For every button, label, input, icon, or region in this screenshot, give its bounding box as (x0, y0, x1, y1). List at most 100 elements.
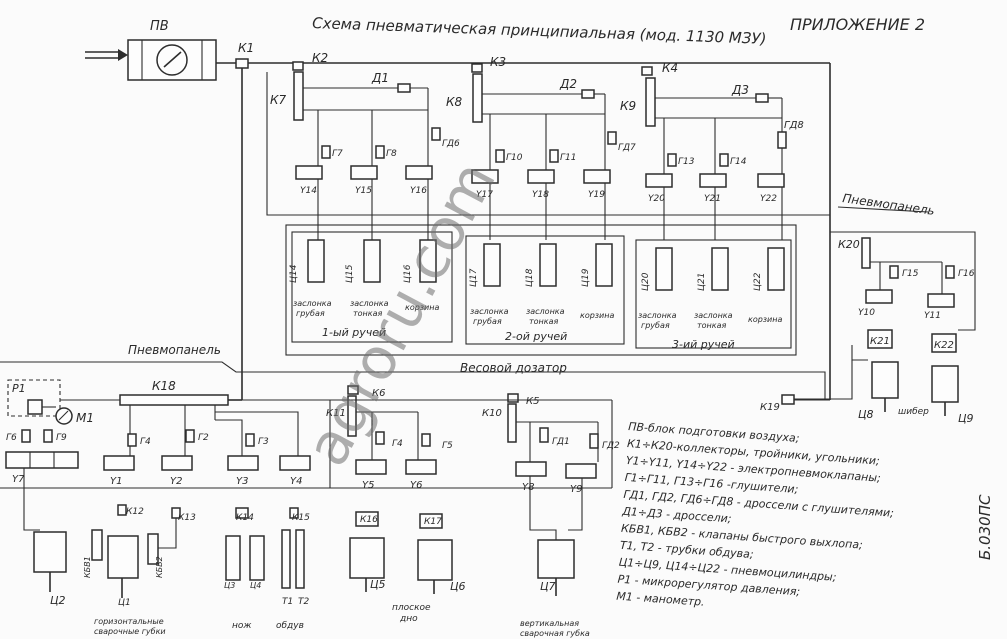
k20-label: К20 (838, 238, 860, 251)
caption-s2-fine-2: тонкая (529, 317, 559, 326)
manometer-m1-icon (55, 407, 73, 425)
y11-label: Y11 (924, 311, 941, 321)
d1-label: Д1 (371, 71, 389, 85)
gd2-label: ГД2 (602, 441, 620, 451)
y15-label: Y15 (355, 186, 372, 196)
k3-label: К3 (490, 55, 506, 69)
legend-line-11: М1 - манометр. (616, 590, 705, 609)
c22-label: Ц22 (753, 272, 763, 291)
c20-label: Ц20 (641, 272, 651, 291)
k9-label: К9 (620, 99, 636, 113)
k5-tee (507, 393, 519, 403)
y22-label: Y22 (760, 194, 777, 204)
c5-label: Ц5 (370, 578, 386, 591)
blow-tube-t1 (281, 529, 291, 589)
k6-tee (347, 385, 359, 395)
k21-label: К21 (870, 336, 890, 347)
y14-label: Y14 (300, 186, 317, 196)
silencer-g16 (945, 265, 955, 279)
collector-k17 (419, 513, 443, 529)
caption-s1-fine-1: заслонка (350, 299, 389, 308)
collector-k14 (235, 507, 249, 519)
g10-label: Г10 (506, 153, 523, 163)
k14-label: К14 (236, 513, 254, 523)
collector-k18 (119, 394, 229, 406)
k4-tee (641, 66, 653, 76)
silencer-gd1 (539, 427, 549, 443)
pv-gauge-icon (156, 44, 188, 76)
g3-label: Г3 (258, 437, 269, 447)
kbv2-valve (147, 533, 159, 565)
g4-label: Г4 (140, 437, 151, 447)
collector-k16 (355, 511, 379, 527)
k13-label: К13 (178, 513, 196, 523)
gd8-label: ГД8 (784, 120, 804, 131)
valve-k21 (867, 329, 893, 349)
silencer-g6 (21, 429, 31, 443)
valve-y7-block (5, 451, 79, 469)
c18-label: Ц18 (525, 268, 535, 287)
c19-label: Ц19 (581, 268, 591, 287)
y17-label: Y17 (476, 190, 493, 200)
silencer-icons-left (127, 429, 255, 447)
g5-label: Г5 (442, 441, 453, 451)
c1-label: Ц1 (118, 598, 131, 608)
caption-s3-coarse-1: заслонка (638, 311, 677, 320)
caption-flat-1: плоское (392, 603, 431, 613)
valve-y9 (565, 463, 597, 479)
cylinder-c1 (107, 535, 139, 579)
silencer-g4b (375, 431, 385, 445)
g4b-label: Г4 (392, 439, 403, 449)
kbv1-valve (91, 529, 103, 561)
cylinder-c2 (33, 531, 67, 573)
y10-label: Y10 (858, 308, 875, 318)
k18-label: К18 (152, 379, 176, 393)
caption-blow: обдув (276, 621, 304, 631)
m1-label: М1 (76, 411, 94, 425)
dispenser-label: Весовой дозатор (460, 361, 567, 375)
collector-k7 (293, 71, 304, 121)
cylinder-c7 (537, 539, 575, 579)
cylinder-c4 (249, 535, 265, 581)
y19-label: Y19 (588, 190, 605, 200)
t2-label: Т2 (298, 597, 309, 607)
cylinder-c3 (225, 535, 241, 581)
g8-label: Г8 (386, 149, 397, 159)
silencer-g15 (889, 265, 899, 279)
kbv1-label: КБВ1 (83, 556, 92, 578)
stream2-label: 2-ой ручей (505, 330, 567, 343)
schematic-title: Схема пневматическая принципиальная (мод… (312, 14, 767, 48)
d3-label: Д3 (731, 83, 749, 97)
y3-label: Y3 (236, 476, 248, 487)
gd7-label: ГД7 (618, 143, 636, 153)
top-pneumopanel-label: Пневмопанель (842, 191, 936, 218)
c3-label: Ц3 (224, 581, 235, 590)
shiber-label: шибер (898, 407, 929, 417)
silencer-g5 (421, 433, 431, 447)
cylinder-c6 (417, 539, 453, 581)
caption-s2-basket: корзина (580, 311, 614, 320)
cylinder-c8 (871, 361, 899, 399)
collector-k20 (861, 237, 871, 269)
throttle-gd8 (777, 131, 787, 149)
gd1-label: ГД1 (552, 437, 570, 447)
c14-label: Ц14 (289, 264, 299, 283)
stream1-label: 1-ый ручей (322, 326, 386, 339)
k5-label: К5 (526, 396, 539, 407)
gd6-label: ГД6 (442, 139, 460, 149)
g16-label: Г16 (958, 269, 975, 279)
collector-k9 (645, 77, 656, 127)
blow-tube-t2 (295, 529, 305, 589)
k17-label: К17 (424, 517, 442, 527)
k1-label: К1 (238, 41, 254, 55)
left-branch-lines (129, 405, 299, 456)
c7-label: Ц7 (540, 580, 556, 593)
left-pneumopanel-label: Пневмопанель (128, 343, 221, 357)
caption-s2-coarse-1: заслонка (470, 307, 509, 316)
pv-label: ПВ (150, 19, 169, 34)
c17-label: Ц17 (469, 268, 479, 287)
t1-label: Т1 (282, 597, 293, 607)
caption-s2-fine-1: заслонка (526, 307, 565, 316)
throttle-d3 (755, 93, 769, 103)
caption-s2-coarse-2: грубая (473, 317, 502, 326)
